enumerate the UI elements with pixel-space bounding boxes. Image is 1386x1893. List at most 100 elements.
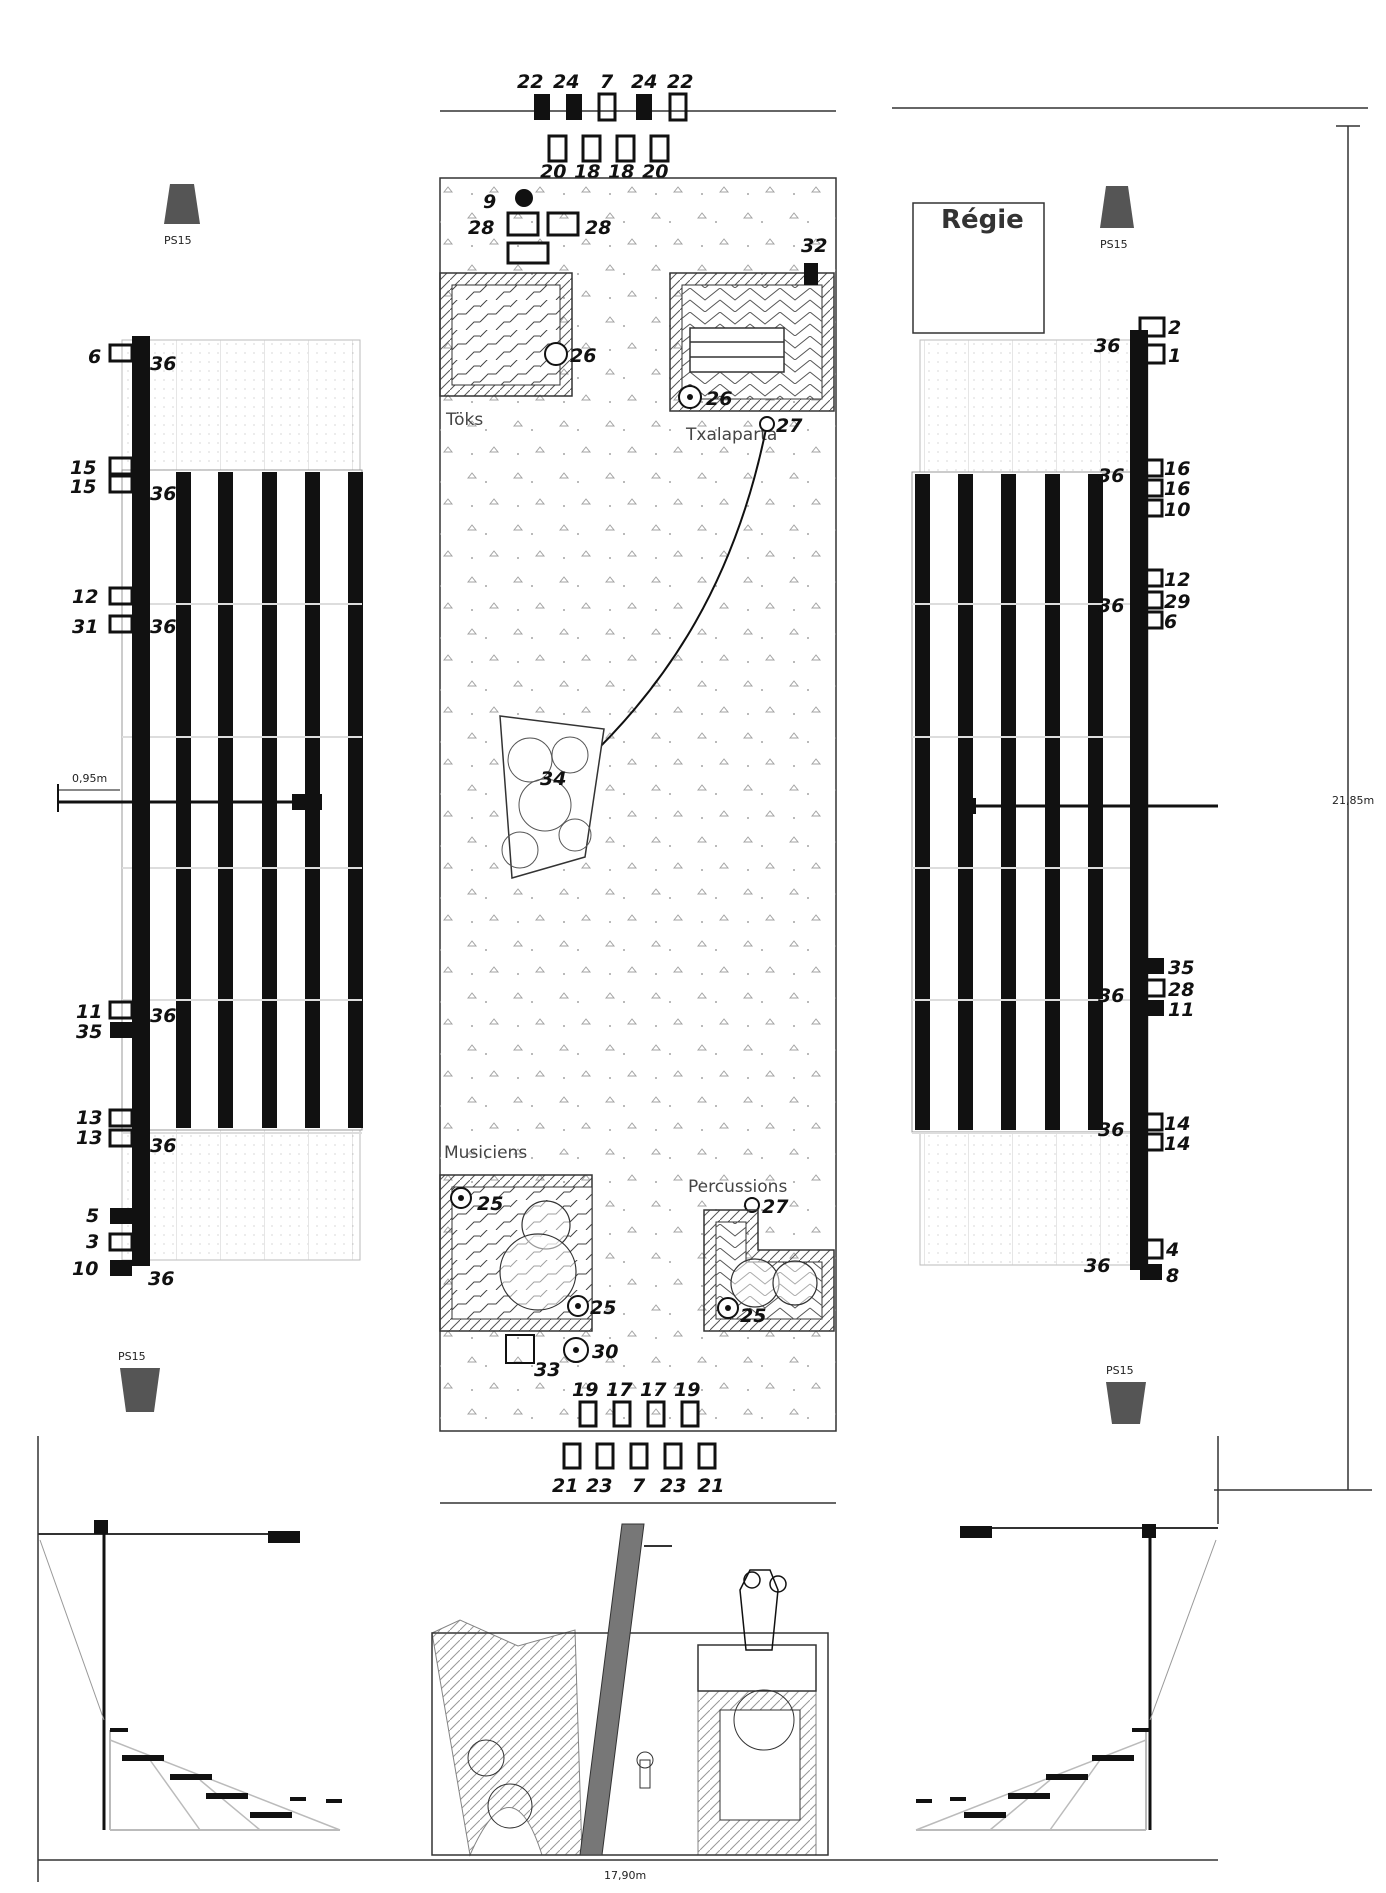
spot-fixture-icon xyxy=(668,92,688,122)
right-tribune xyxy=(911,330,1218,1270)
fixture-number: 7 xyxy=(600,71,614,93)
fixture-number: 17 xyxy=(640,1379,667,1401)
fixture-number: 26 xyxy=(570,345,596,367)
tsalaparta-platform: 26 Txalaparta 32 xyxy=(669,235,835,445)
spot-fixture-icon xyxy=(566,94,582,120)
svg-text:PS15: PS15 xyxy=(118,1350,146,1363)
fixture-number: 15 xyxy=(70,476,96,498)
fixture-number: 23 xyxy=(660,1475,686,1497)
zone-label: Musiciens xyxy=(444,1143,527,1163)
spot-fixture-icon xyxy=(581,134,602,163)
svg-text:PS15: PS15 xyxy=(164,234,192,247)
fixture-number: 34 xyxy=(540,768,566,790)
speaker-icon: PS15 xyxy=(1100,186,1134,251)
spot-fixture-icon xyxy=(1138,458,1164,478)
spot-fixture-icon xyxy=(680,1400,700,1428)
spot-fixture-icon xyxy=(110,1022,132,1038)
spot-fixture-icon xyxy=(1140,958,1164,974)
spot-fixture-icon xyxy=(1138,343,1166,365)
left-tribune: 0,95m xyxy=(57,336,363,1266)
fixture-number: 12 xyxy=(1164,569,1190,591)
dimension-label: 17,90m xyxy=(604,1869,646,1882)
fixture-number: 19 xyxy=(572,1379,598,1401)
fixture-number: 16 xyxy=(1164,478,1190,500)
speakers: PS15 PS15 PS15 PS15 xyxy=(118,184,1146,1424)
dimension-label: 0,95m xyxy=(72,772,107,785)
spot-fixture-icon xyxy=(1138,478,1164,498)
fixture-number: 7 xyxy=(632,1475,646,1497)
main-stage: 9 28 28 26 Töks 26 Txalaparta xyxy=(439,177,837,1432)
spot-fixture-icon xyxy=(547,134,568,163)
spot-fixture-icon xyxy=(108,456,134,476)
speaker-icon: PS15 xyxy=(118,1350,160,1412)
fixture-number: 24 xyxy=(631,71,657,93)
fixture-number: 10 xyxy=(72,1258,98,1280)
fixture-number: 28 xyxy=(1168,979,1194,1001)
fixture-number: 35 xyxy=(1168,957,1194,979)
fixture-number: 13 xyxy=(76,1107,102,1129)
fixture-number: 14 xyxy=(1164,1113,1190,1135)
spot-fixture-icon xyxy=(1138,1112,1164,1132)
fixture-number: 36 xyxy=(150,616,176,638)
spot-fixture-icon xyxy=(1138,498,1164,518)
spot-fixture-icon xyxy=(562,1442,582,1470)
svg-text:PS15: PS15 xyxy=(1100,238,1128,251)
spot-fixture-icon xyxy=(615,134,636,163)
fixture-number: 27 xyxy=(762,1196,789,1218)
spot-fixture-icon xyxy=(108,343,134,363)
speaker-icon: PS15 xyxy=(1106,1364,1146,1424)
top-fixture-group: 22 24 7 24 22 20 18 18 20 xyxy=(517,71,693,183)
fixture-number: 26 xyxy=(706,388,732,410)
fixture-number: 1 xyxy=(1168,345,1181,367)
left-tower-fixtures: 6 36 15 15 36 12 31 36 11 36 35 13 13 36… xyxy=(70,343,176,1290)
fixture-number: 21 xyxy=(698,1475,724,1497)
spot-fixture-icon xyxy=(636,94,652,120)
console-icon xyxy=(546,211,580,237)
spot-fixture-icon xyxy=(1138,1132,1164,1152)
spot-fixture-icon xyxy=(1138,568,1164,588)
spot-fixture-icon xyxy=(1140,1264,1162,1280)
stone-element: 34 xyxy=(499,715,605,879)
fixture-number: 16 xyxy=(1164,458,1190,480)
spot-fixture-icon xyxy=(649,134,670,163)
fixture-number: 36 xyxy=(1098,465,1124,487)
fixture-number: 21 xyxy=(552,1475,578,1497)
spot-fixture-icon xyxy=(629,1442,649,1470)
spot-fixture-icon xyxy=(108,1232,134,1252)
fixture-number: 19 xyxy=(674,1379,700,1401)
fixture-number: 14 xyxy=(1164,1133,1190,1155)
fixture-number: 36 xyxy=(1098,595,1124,617)
fixture-number: 13 xyxy=(76,1127,102,1149)
fixture-number: 12 xyxy=(72,586,98,608)
spot-fixture-icon xyxy=(578,1400,598,1428)
spot-fixture-icon xyxy=(110,1260,132,1276)
spot-fixture-icon xyxy=(108,614,134,634)
fixture-number: 36 xyxy=(148,1268,174,1290)
spot-fixture-icon xyxy=(1140,1000,1164,1016)
section-view: 17,90m xyxy=(37,1436,1219,1882)
fixture-number: 33 xyxy=(534,1359,560,1381)
fixture-number: 30 xyxy=(592,1341,618,1363)
spot-fixture-icon xyxy=(646,1400,666,1428)
fixture-number: 36 xyxy=(1084,1255,1110,1277)
height-dimension: 21,85m xyxy=(1214,125,1374,1491)
fixture-number: 22 xyxy=(667,71,693,93)
spot-fixture-icon xyxy=(663,1442,683,1470)
fixture-number: 23 xyxy=(586,1475,612,1497)
fixture-number: 8 xyxy=(1166,1265,1179,1287)
console-icon xyxy=(506,241,550,265)
fixture-number: 11 xyxy=(1168,999,1194,1021)
spot-fixture-icon xyxy=(108,1128,134,1148)
fixture-number: 36 xyxy=(1098,985,1124,1007)
fixture-number: 6 xyxy=(88,346,101,368)
zone-label: Txalaparta xyxy=(685,425,777,445)
fixture-number: 36 xyxy=(1098,1119,1124,1141)
fixture-number: 36 xyxy=(150,1005,176,1027)
fixture-number: 10 xyxy=(1164,499,1190,521)
fixture-number: 22 xyxy=(517,71,543,93)
fixture-number: 4 xyxy=(1165,1239,1179,1261)
fixture-number: 25 xyxy=(590,1297,616,1319)
right-tower-fixtures: 2 1 36 16 36 16 10 12 29 36 6 35 28 36 1… xyxy=(1084,316,1194,1287)
spot-fixture-icon xyxy=(108,1000,134,1020)
fixture-number: 36 xyxy=(150,353,176,375)
